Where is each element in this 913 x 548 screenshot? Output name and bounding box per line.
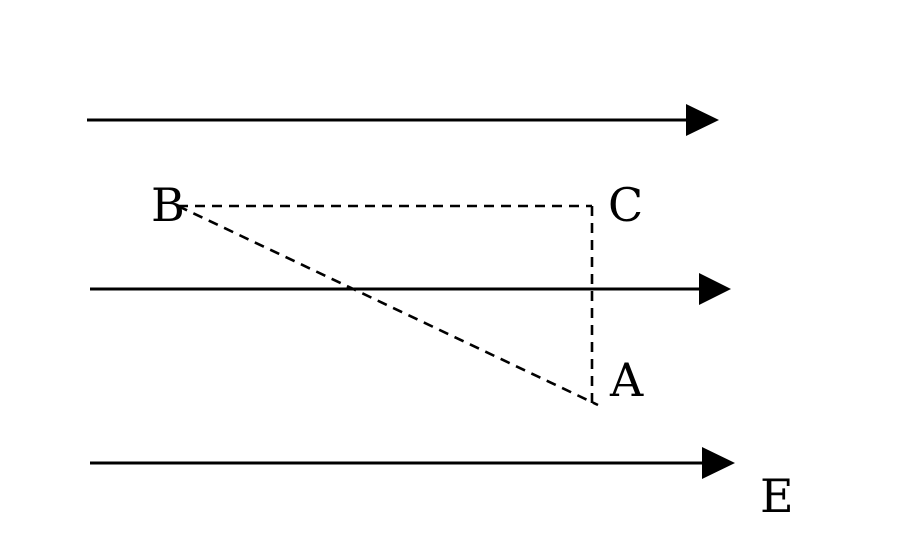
field-line-top (87, 104, 719, 136)
field-line-middle (90, 273, 731, 305)
segment-ba (177, 204, 599, 407)
arrow-head-icon (686, 104, 719, 136)
label-field-e: E (760, 469, 794, 523)
label-point-a: A (609, 353, 644, 407)
label-point-b: B (151, 178, 185, 232)
label-point-c: C (608, 178, 643, 232)
arrow-head-icon (699, 273, 731, 305)
field-line-bottom (90, 447, 735, 479)
arrow-head-icon (702, 447, 735, 479)
